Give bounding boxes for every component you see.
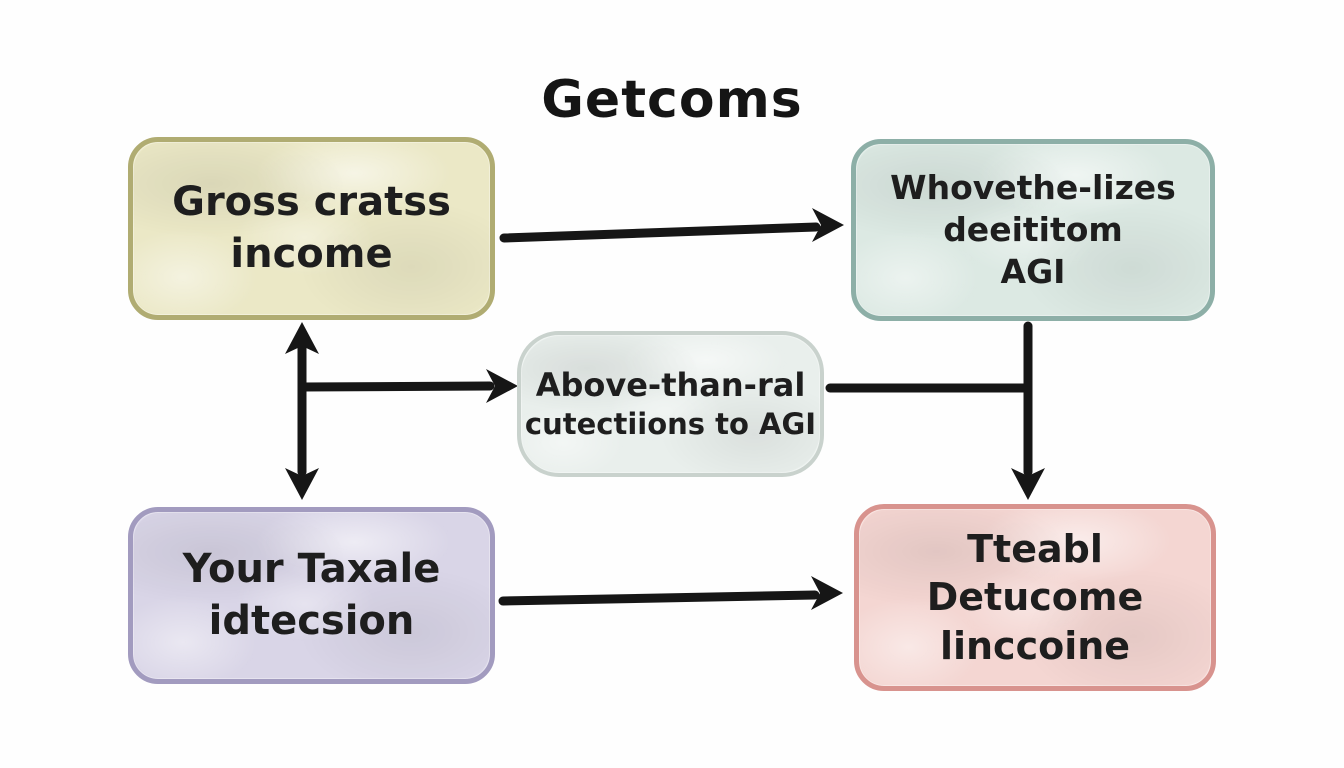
box-text-line: AGI [1000,252,1066,292]
box-deductions: Your Taxale idtecsion [128,507,495,684]
box-adjusted-gross-income: Whovethe-lizes deeititom AGI [851,139,1215,321]
diagram-title: Getcoms [541,70,803,130]
box-text-line: Gross cratss [172,179,451,226]
box-taxable-income: Tteabl Detucome linccoine [854,504,1216,691]
box-text-line: Above-than-ral [535,365,806,404]
box-above-the-line-deductions: Above-than-ral cutectiions to AGI [517,331,824,477]
box-gross-income: Gross cratss income [128,137,495,320]
box-text-line: Your Taxale [182,546,441,593]
box-text-line: cutectiions to AGI [524,406,817,441]
arrow-gross-to-agi [499,208,844,243]
arrow-branch-to-above-line [297,369,518,403]
box-text-line: linccoine [939,623,1131,668]
box-text-line: idtecsion [208,597,415,644]
arrow-agi-to-taxable [1011,321,1045,500]
box-text-line: Whovethe-lizes [890,167,1176,207]
box-text-line: deeititom [943,209,1123,249]
box-text-line: Tteabl Detucome [926,526,1144,620]
box-text-line: income [230,230,393,277]
arrow-deductions-to-taxable [498,576,843,610]
arrow-gross-deductions-bidirectional [285,322,319,500]
